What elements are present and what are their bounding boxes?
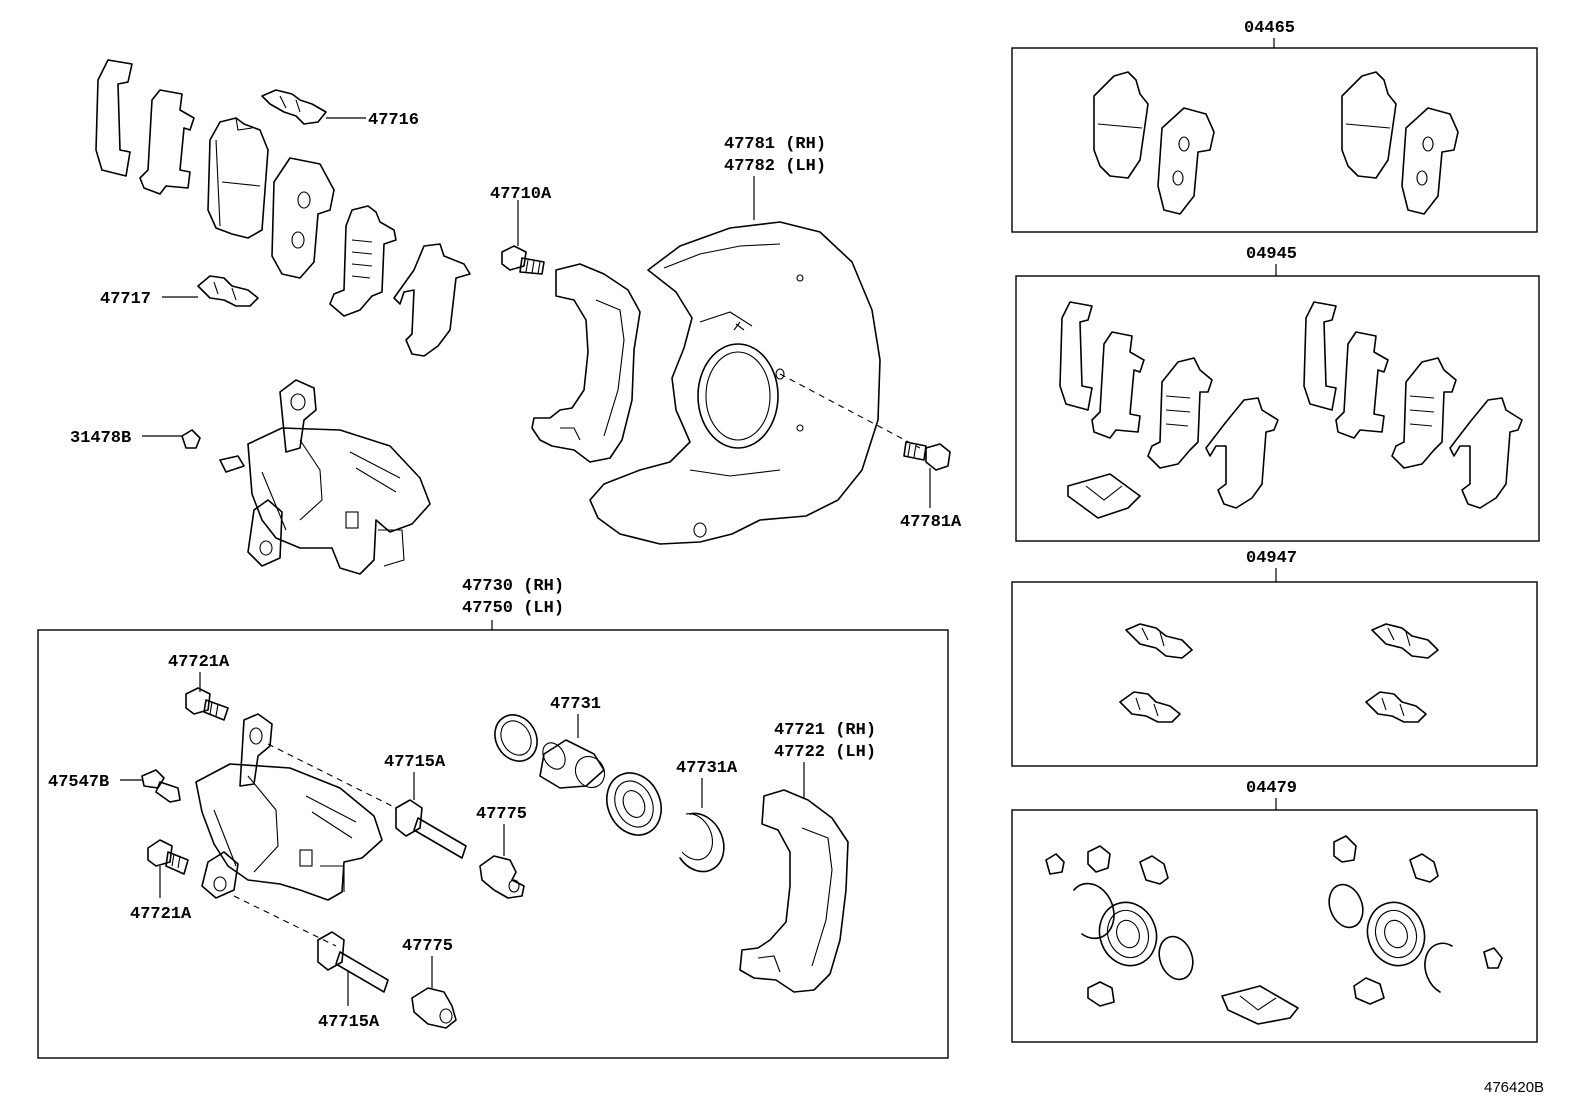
- slide-bushing-boot-47775-bottom: [411, 987, 457, 1029]
- part-label-31478B[interactable]: 31478B: [70, 429, 131, 448]
- caliper-assembly-box: [37, 629, 949, 1059]
- caliper-assembly-top: [247, 379, 431, 575]
- part-label-47715A-top[interactable]: 47715A: [384, 753, 446, 772]
- kit-label-04947[interactable]: 04947: [1246, 549, 1297, 568]
- diagram-number: 476420B: [1484, 1079, 1544, 1096]
- part-label-47775-bottom[interactable]: 47775: [402, 937, 453, 956]
- caliper-bolt-47721A-bottom: [147, 839, 189, 875]
- kit-label-04945[interactable]: 04945: [1246, 245, 1297, 264]
- part-label-47721-rh[interactable]: 47721 (RH): [774, 721, 876, 740]
- pad-support-plate-47717: [197, 275, 259, 307]
- slide-pin-47715A-top: [395, 799, 467, 859]
- slide-bushing-boot-47775-top: [479, 855, 525, 899]
- part-label-47730-rh[interactable]: 47730 (RH): [462, 577, 564, 596]
- kit-04465-pads: [1093, 71, 1459, 215]
- kit-label-04479[interactable]: 04479: [1246, 779, 1297, 798]
- part-label-47547B[interactable]: 47547B: [48, 773, 109, 792]
- part-label-47731[interactable]: 47731: [550, 695, 601, 714]
- anti-squeal-shim: [329, 205, 397, 317]
- kit-box-04465: [1011, 47, 1538, 233]
- part-label-47715A-bottom[interactable]: 47715A: [318, 1013, 380, 1032]
- disc-brake-dust-cover: [589, 221, 881, 545]
- part-label-47717[interactable]: 47717: [100, 290, 151, 309]
- kit-label-04465[interactable]: 04465: [1244, 19, 1295, 38]
- part-label-47775-top[interactable]: 47775: [476, 805, 527, 824]
- cylinder-piston-47731: [539, 739, 606, 789]
- cylinder-boot: [606, 772, 662, 836]
- part-label-47781A[interactable]: 47781A: [900, 513, 962, 532]
- part-label-47721A-bottom[interactable]: 47721A: [130, 905, 192, 924]
- caliper-mounting-bracket-47721: [739, 789, 849, 993]
- slide-pin-47715A-bottom: [317, 931, 389, 993]
- piston-seal-ring: [494, 714, 538, 762]
- brake-pad-inner: [271, 157, 335, 279]
- caliper-cylinder-body: [195, 713, 383, 901]
- part-label-47750-lh[interactable]: 47750 (LH): [462, 599, 564, 618]
- part-label-47721A-top[interactable]: 47721A: [168, 653, 230, 672]
- kit-box-04945: [1015, 275, 1540, 542]
- part-label-47710A[interactable]: 47710A: [490, 185, 552, 204]
- snap-ring-47731A: [679, 812, 725, 873]
- bleeder-plug-top: [219, 455, 245, 473]
- part-label-47782-lh[interactable]: 47782 (LH): [724, 157, 826, 176]
- bleeder-plug-47547B: [141, 769, 181, 803]
- kit-box-04479: [1011, 809, 1538, 1043]
- kit-04945-shims: [1059, 301, 1523, 519]
- caliper-mounting-bracket: [531, 263, 641, 463]
- kit-box-04947: [1011, 581, 1538, 767]
- bleeder-cap-31478B: [181, 429, 201, 449]
- part-label-47722-lh[interactable]: 47722 (LH): [774, 743, 876, 762]
- brake-pad-outer: [207, 117, 269, 239]
- dust-cover-bolt-47781A: [903, 441, 951, 471]
- pad-support-plate-47716: [261, 89, 327, 125]
- kit-04479-seals: [1045, 835, 1503, 1025]
- part-label-47731A[interactable]: 47731A: [676, 759, 738, 778]
- part-label-47781-rh[interactable]: 47781 (RH): [724, 135, 826, 154]
- part-label-47716[interactable]: 47716: [368, 111, 419, 130]
- pad-shim-group: [95, 59, 471, 357]
- caliper-bolt-47721A-top: [185, 687, 229, 721]
- caliper-bolt-47710A: [501, 245, 545, 275]
- kit-04947-clips: [1119, 623, 1439, 723]
